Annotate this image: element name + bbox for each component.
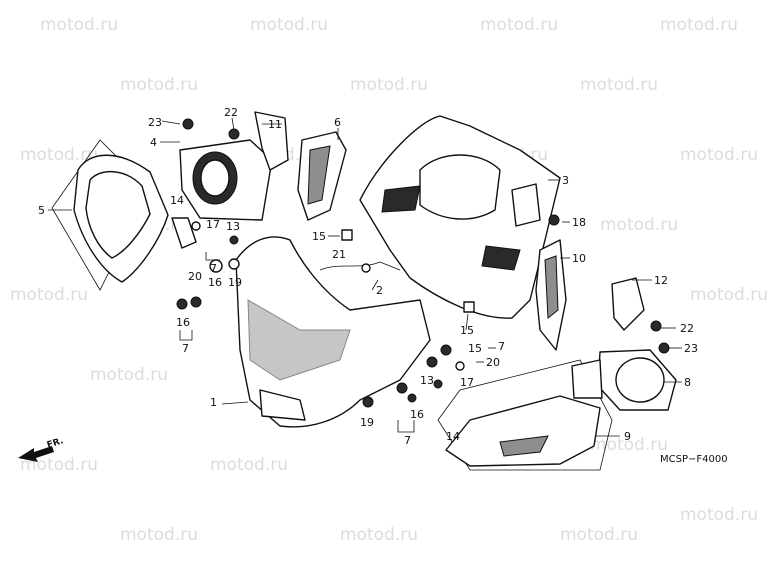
callout-7: 7 xyxy=(498,340,505,353)
callout-16: 16 xyxy=(176,316,190,329)
arrow-left-icon xyxy=(18,446,54,462)
callout-16: 16 xyxy=(410,408,424,421)
watermark-text: motod.ru xyxy=(580,75,658,95)
watermark-text: motod.ru xyxy=(10,285,88,305)
callout-15: 15 xyxy=(468,342,482,355)
part-3-inner-fairing xyxy=(359,115,561,319)
part-6-left-inner-panel xyxy=(297,131,347,221)
callout-13: 13 xyxy=(420,374,434,387)
callout-7: 7 xyxy=(404,434,411,447)
callout-4: 4 xyxy=(150,136,157,149)
part-2-strap xyxy=(319,261,401,273)
watermark-text: motod.ru xyxy=(480,15,558,35)
callout-21: 21 xyxy=(332,248,346,261)
callout-15: 15 xyxy=(312,230,326,243)
front-direction-arrow: FR. xyxy=(18,436,65,462)
callout-7: 7 xyxy=(210,262,217,275)
watermark-text: motod.ru xyxy=(680,145,758,165)
callout-2: 2 xyxy=(376,284,383,297)
callout-11: 11 xyxy=(268,118,282,131)
leader-lines xyxy=(48,117,682,437)
callout-13: 13 xyxy=(226,220,240,233)
part-5-left-pocket-lid xyxy=(73,154,169,283)
part-14-left-clip xyxy=(171,217,197,249)
watermark-text: motod.ru xyxy=(680,505,758,525)
callout-18: 18 xyxy=(572,216,586,229)
callout-16: 16 xyxy=(208,276,222,289)
watermark-text: motod.ru xyxy=(120,525,198,545)
part-8-right-pocket-unit xyxy=(571,349,677,411)
callout-12: 12 xyxy=(654,274,668,287)
callout-labels: 5 4 23 22 11 6 3 18 10 12 22 23 8 9 14 1… xyxy=(38,106,698,447)
fasteners xyxy=(176,118,670,408)
watermark-text: motod.ru xyxy=(250,15,328,35)
callout-15: 15 xyxy=(460,324,474,337)
watermark-text: motod.ru xyxy=(350,75,428,95)
callout-20: 20 xyxy=(486,356,500,369)
watermark-text: motod.ru xyxy=(560,525,638,545)
callout-17: 17 xyxy=(460,376,474,389)
callout-19: 19 xyxy=(360,416,374,429)
watermark-text: motod.ru xyxy=(590,435,668,455)
watermark-text: motod.ru xyxy=(340,525,418,545)
callout-17: 17 xyxy=(206,218,220,231)
right-pocket-box xyxy=(437,359,613,471)
callout-20: 20 xyxy=(188,270,202,283)
part-12-right-stay xyxy=(611,277,645,331)
part-11-left-stay xyxy=(254,111,289,171)
callout-8: 8 xyxy=(684,376,691,389)
part-10-right-inner-panel xyxy=(535,239,567,351)
callout-23: 23 xyxy=(148,116,162,129)
watermark-text: motod.ru xyxy=(660,15,738,35)
callout-10: 10 xyxy=(572,252,586,265)
callout-14: 14 xyxy=(170,194,184,207)
diagram-code: MCSP−F4000 xyxy=(660,454,728,465)
watermark-text: motod.ru xyxy=(120,75,198,95)
watermark-text: motod.ru xyxy=(210,455,288,475)
watermark-text: motod.ru xyxy=(690,285,768,305)
callout-23: 23 xyxy=(684,342,698,355)
callout-1: 1 xyxy=(210,396,217,409)
callout-7: 7 xyxy=(182,342,189,355)
part-9-right-pocket-lid xyxy=(445,395,601,467)
watermark-text: motod.ru xyxy=(20,455,98,475)
watermark-text: motod.ru xyxy=(20,145,98,165)
watermark-text: motod.ru xyxy=(40,15,118,35)
direction-label: FR. xyxy=(46,436,65,451)
callout-22: 22 xyxy=(680,322,694,335)
watermark-text: motod.ru xyxy=(90,365,168,385)
part-1-front-fairing xyxy=(235,236,431,428)
watermark-text: motod.ru xyxy=(600,215,678,235)
callout-6: 6 xyxy=(334,116,341,129)
callout-9: 9 xyxy=(624,430,631,443)
callout-5: 5 xyxy=(38,204,45,217)
callout-22: 22 xyxy=(224,106,238,119)
callout-19: 19 xyxy=(228,276,242,289)
part-4-left-pocket-unit xyxy=(179,139,273,221)
callout-3: 3 xyxy=(562,174,569,187)
callout-14: 14 xyxy=(446,430,460,443)
